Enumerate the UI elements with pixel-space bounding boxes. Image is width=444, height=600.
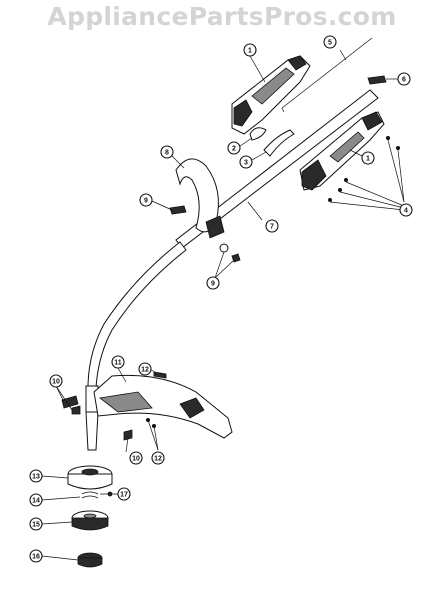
svg-text:3: 3 bbox=[244, 160, 248, 167]
eyelet[interactable] bbox=[100, 491, 118, 497]
svg-text:11: 11 bbox=[114, 360, 122, 367]
assist-handle[interactable] bbox=[171, 155, 225, 239]
throttle-cable[interactable] bbox=[281, 37, 373, 113]
callout-3-trigger: 3 bbox=[239, 155, 253, 169]
svg-text:12: 12 bbox=[141, 367, 149, 374]
svg-text:9: 9 bbox=[211, 281, 215, 288]
svg-text:10: 10 bbox=[132, 456, 140, 463]
spring-clip[interactable] bbox=[239, 127, 267, 147]
watermark-text: AppliancePartsPros.com bbox=[47, 2, 397, 31]
svg-text:15: 15 bbox=[32, 522, 40, 529]
callout-12-top-screw: 12 bbox=[138, 362, 152, 376]
callout-9-bolt: 9 bbox=[139, 193, 153, 207]
callout-17-eyelet: 17 bbox=[117, 487, 131, 501]
spool-housing[interactable] bbox=[41, 465, 113, 490]
guard-screws-bottom[interactable] bbox=[146, 418, 159, 451]
callout-16-knob: 16 bbox=[29, 549, 43, 563]
svg-text:12: 12 bbox=[154, 456, 162, 463]
callout-9-washer: 9 bbox=[206, 276, 220, 290]
svg-text:1: 1 bbox=[366, 156, 370, 163]
callout-13-spool-housing: 13 bbox=[29, 469, 43, 483]
svg-text:8: 8 bbox=[165, 150, 169, 157]
svg-text:7: 7 bbox=[270, 224, 274, 231]
callout-4-screws: 4 bbox=[399, 203, 413, 217]
callout-7-shaft: 7 bbox=[265, 219, 279, 233]
guard-screws-top[interactable] bbox=[149, 368, 167, 379]
svg-text:14: 14 bbox=[32, 498, 40, 505]
svg-text:4: 4 bbox=[404, 208, 408, 215]
handle-washer-nut[interactable] bbox=[214, 243, 241, 279]
callout-2-clip: 2 bbox=[227, 141, 241, 155]
handle-bolt[interactable] bbox=[151, 200, 187, 215]
clamp-bolt-bottom[interactable] bbox=[123, 429, 133, 453]
trimmer-shaft[interactable] bbox=[85, 89, 379, 451]
bump-knob[interactable] bbox=[41, 552, 103, 568]
cable-connector[interactable] bbox=[367, 75, 398, 85]
svg-text:1: 1 bbox=[248, 48, 252, 55]
callout-1-upper-housing: 1 bbox=[243, 43, 257, 57]
svg-text:10: 10 bbox=[52, 379, 60, 386]
callout-8-assist-handle: 8 bbox=[160, 145, 174, 159]
callout-10-left-bolt: 10 bbox=[49, 374, 63, 388]
callout-11-guard: 11 bbox=[111, 355, 125, 369]
line-spool[interactable] bbox=[41, 510, 109, 531]
trigger-lever[interactable] bbox=[251, 129, 295, 161]
debris-guard[interactable] bbox=[93, 367, 233, 439]
lower-handle-housing[interactable] bbox=[299, 111, 385, 191]
callout-10-bottom-bolt: 10 bbox=[129, 451, 143, 465]
callout-15-spool: 15 bbox=[29, 517, 43, 531]
svg-text:5: 5 bbox=[328, 40, 332, 47]
svg-text:17: 17 bbox=[120, 492, 128, 499]
svg-text:16: 16 bbox=[32, 554, 40, 561]
clamp-bolt-left[interactable] bbox=[55, 385, 81, 415]
svg-text:2: 2 bbox=[232, 146, 236, 153]
callout-6-connector: 6 bbox=[397, 72, 411, 86]
callout-12-bottom-screws: 12 bbox=[151, 451, 165, 465]
svg-text:9: 9 bbox=[144, 198, 148, 205]
housing-screws[interactable] bbox=[328, 136, 405, 211]
callout-14-spring: 14 bbox=[29, 493, 43, 507]
svg-text:13: 13 bbox=[32, 474, 40, 481]
head-spring[interactable] bbox=[41, 491, 99, 501]
callout-1-lower-housing: 1 bbox=[361, 151, 375, 165]
callout-5-cable: 5 bbox=[323, 35, 337, 49]
svg-text:6: 6 bbox=[402, 77, 406, 84]
upper-handle-housing[interactable] bbox=[231, 55, 311, 135]
